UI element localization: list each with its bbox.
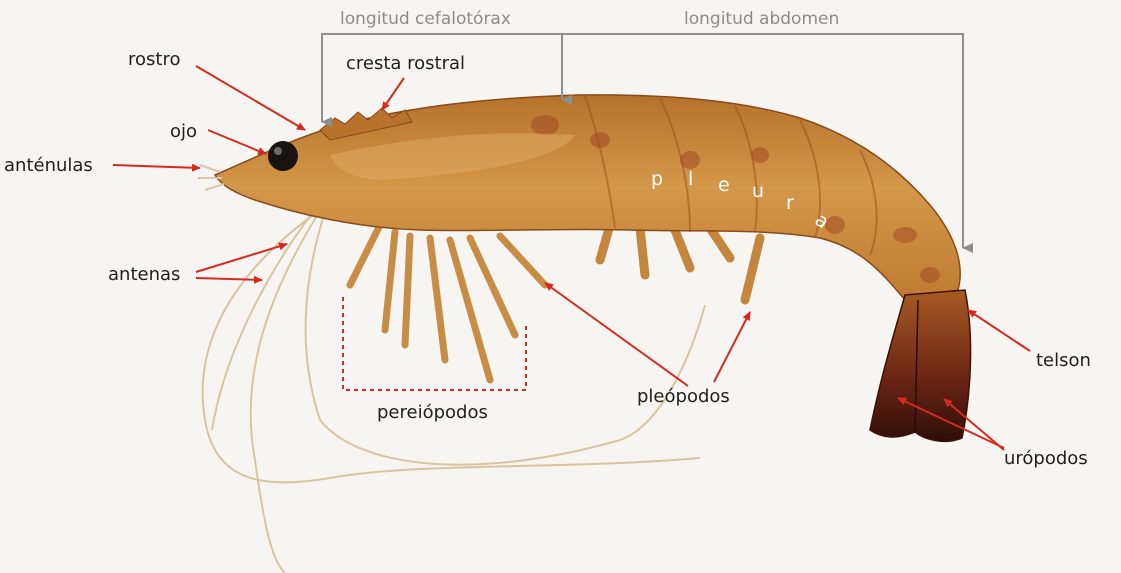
pleopod-legs xyxy=(600,225,760,300)
label-antenulas: anténulas xyxy=(4,155,93,177)
pleura-letter: l xyxy=(688,168,693,190)
label-pereiopodos: pereiópodos xyxy=(377,402,488,424)
pleura-letter: e xyxy=(718,174,730,196)
eye-shape xyxy=(268,141,298,171)
label-telson: telson xyxy=(1036,350,1091,372)
label-ojo: ojo xyxy=(170,121,197,143)
pleura-letter: p xyxy=(651,168,663,190)
label-rostro: rostro xyxy=(128,49,180,71)
pleura-letter: u xyxy=(752,180,764,202)
label-longitud-abdomen: longitud abdomen xyxy=(684,8,839,30)
pleura-letter: r xyxy=(786,192,794,214)
tail-fan xyxy=(870,290,971,441)
label-pleopodos: pleópodos xyxy=(637,386,730,408)
pereiopod-dashed-bracket xyxy=(343,297,526,390)
label-longitud-cefalotorax: longitud cefalotórax xyxy=(340,8,511,30)
eye-highlight xyxy=(274,147,282,155)
pereiopod-legs xyxy=(350,225,545,380)
antennule-strands xyxy=(198,165,224,190)
label-cresta-rostral: cresta rostral xyxy=(346,53,465,75)
label-antenas: antenas xyxy=(108,264,180,286)
label-uropodos: urópodos xyxy=(1004,448,1088,470)
